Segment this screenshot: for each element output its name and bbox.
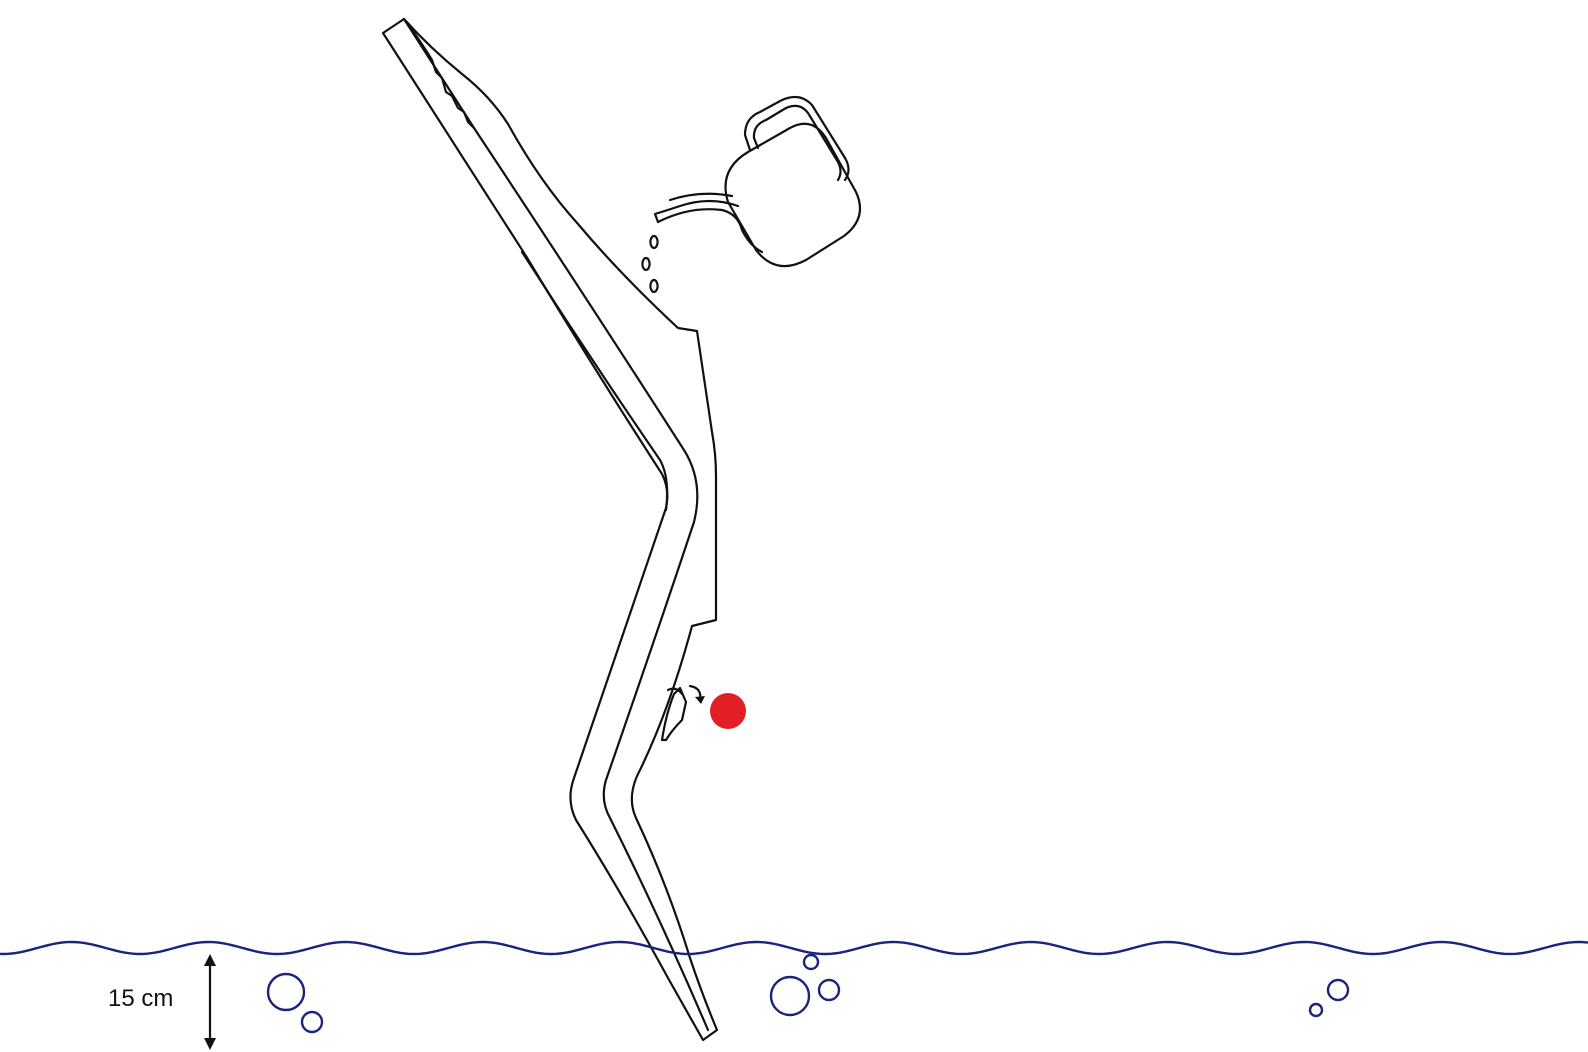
depth-label: 15 cm [108, 985, 173, 1012]
watering-can-icon [653, 95, 862, 268]
bubble [1326, 978, 1350, 1002]
arrow-head-down [204, 1038, 216, 1050]
bubble [300, 1010, 324, 1034]
water-bubbles [266, 953, 1350, 1034]
bubble [802, 953, 820, 971]
curved-arrow-icon [688, 684, 705, 704]
red-dot-marker [710, 693, 746, 729]
bubble [266, 972, 306, 1012]
water-droplets [641, 234, 659, 294]
bubble [817, 978, 841, 1002]
water-surface-line [0, 940, 1588, 956]
arrow-head-up [204, 954, 216, 966]
depth-indicator: 15 cm [108, 954, 216, 1050]
tool-handle-icon [381, 17, 719, 1042]
bubble [769, 975, 811, 1017]
bubble [1308, 1002, 1324, 1018]
